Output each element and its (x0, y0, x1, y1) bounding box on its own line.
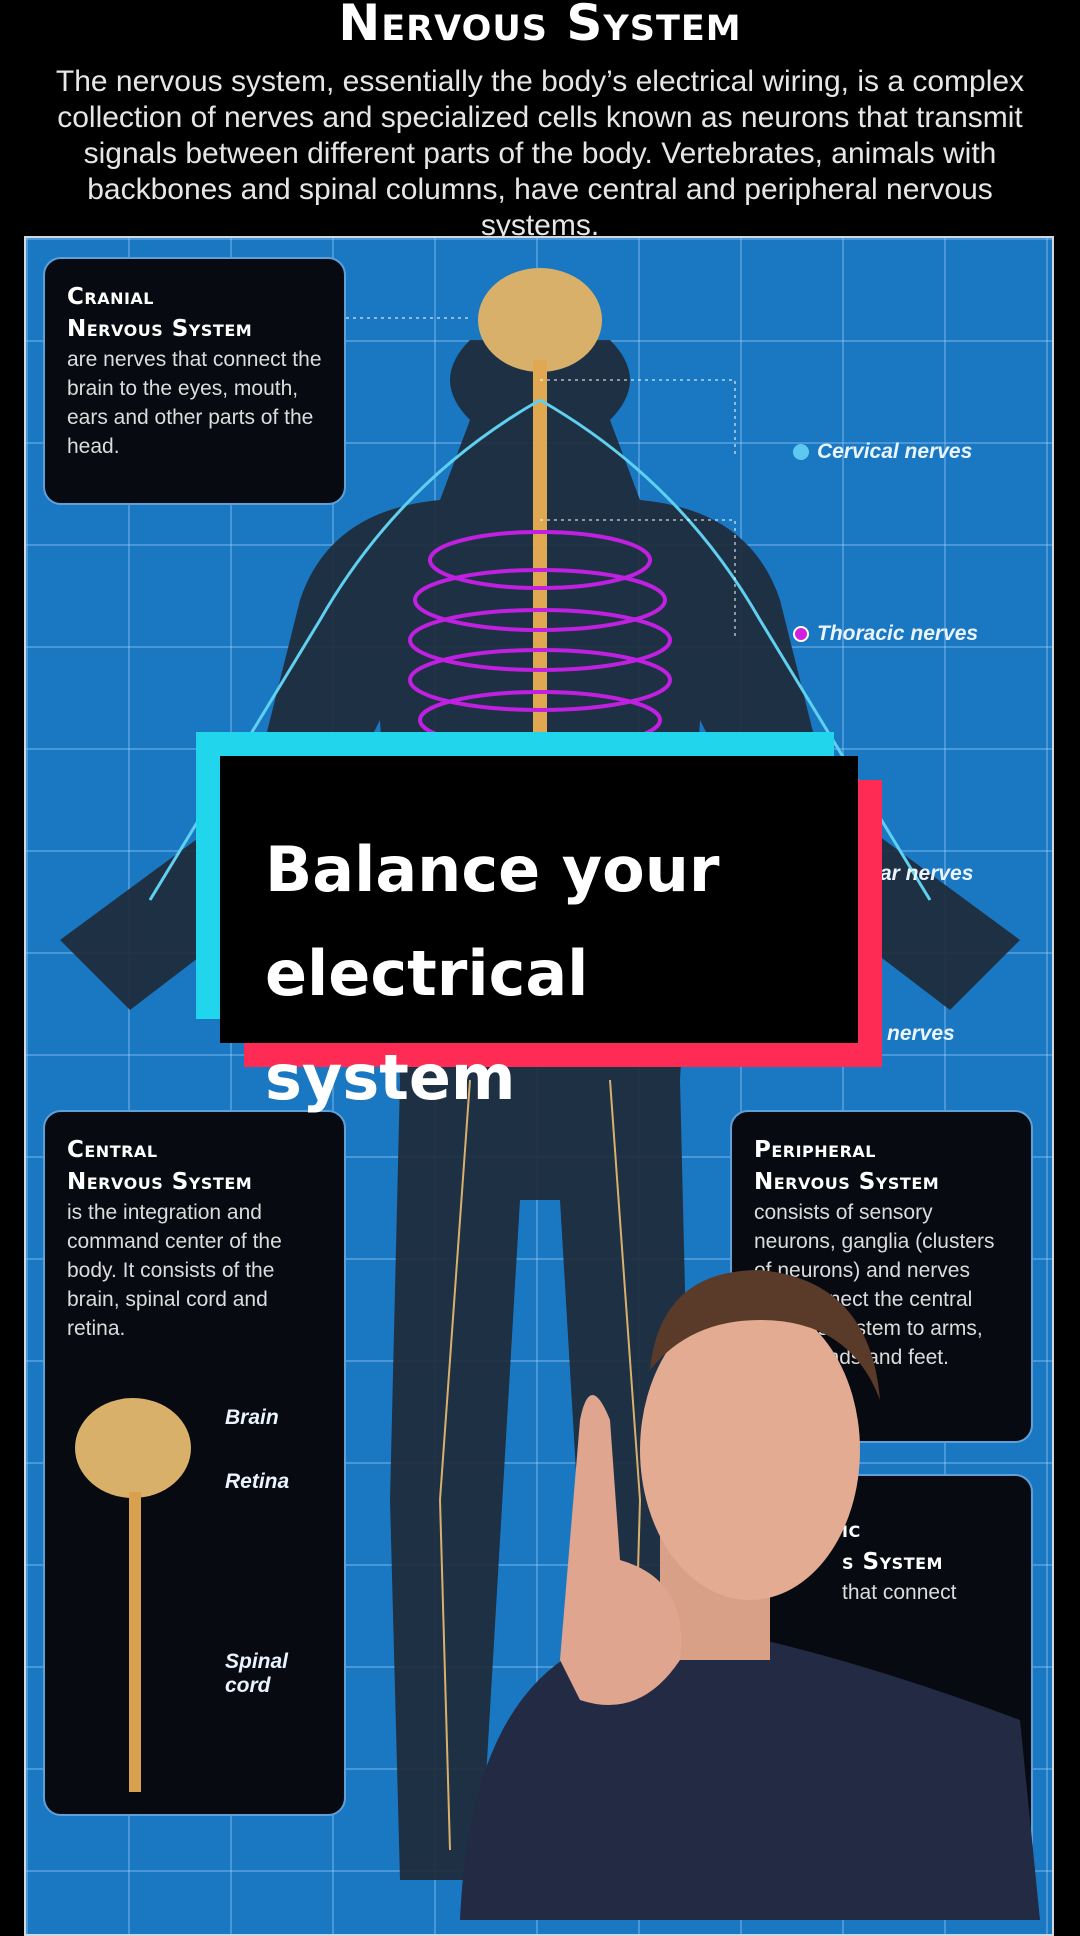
autonomic-title-2: s System (842, 1549, 943, 1575)
thoracic-ribs (408, 530, 672, 750)
infographic-title: Nervous System (338, 0, 742, 52)
cervical-label: Cervical nerves (793, 440, 972, 464)
cns-brain-icon (75, 1398, 191, 1498)
cranial-text: are nerves that connect the brain to the… (67, 348, 322, 458)
cervical-text: Cervical nerves (817, 440, 973, 463)
central-text: is the integration and command center of… (67, 1201, 282, 1340)
cranial-info-box: Cranial Nervous System are nerves that c… (43, 257, 346, 505)
spinal-cord-label: Spinal cord (225, 1650, 289, 1697)
brain-icon (478, 268, 602, 372)
cns-spinal-cord (129, 1492, 141, 1792)
central-title-1: Central (67, 1137, 158, 1163)
cranial-title-1: Cranial (67, 284, 155, 310)
retina-label: Retina (225, 1470, 290, 1493)
peripheral-title-2: Nervous System (754, 1169, 940, 1195)
sacral-label: nerves (887, 1022, 955, 1045)
caption-line-1: Balance your (265, 833, 720, 906)
intro-paragraph: The nervous system, essentially the body… (55, 65, 1025, 242)
autonomic-title-1: ic (842, 1517, 861, 1543)
spinal-cord (533, 360, 547, 740)
brain-label: Brain (225, 1406, 279, 1429)
cranial-title-2: Nervous System (67, 316, 253, 342)
caption-overlay: Balance your electrical system (196, 732, 882, 1114)
central-title-2: Nervous System (67, 1169, 253, 1195)
caption-line-2: electrical system (265, 937, 589, 1114)
caption-box: Balance your electrical system (220, 756, 858, 1114)
central-info-box: Central Nervous System is the integratio… (43, 1110, 346, 1816)
peripheral-title-1: Peripheral (754, 1137, 877, 1163)
peripheral-nerves (148, 398, 932, 901)
lumbar-label: ar nerves (880, 862, 974, 885)
thoracic-text: Thoracic nerves (817, 622, 979, 645)
autonomic-text: that connect (842, 1581, 957, 1604)
thoracic-label: Thoracic nerves (793, 622, 978, 646)
